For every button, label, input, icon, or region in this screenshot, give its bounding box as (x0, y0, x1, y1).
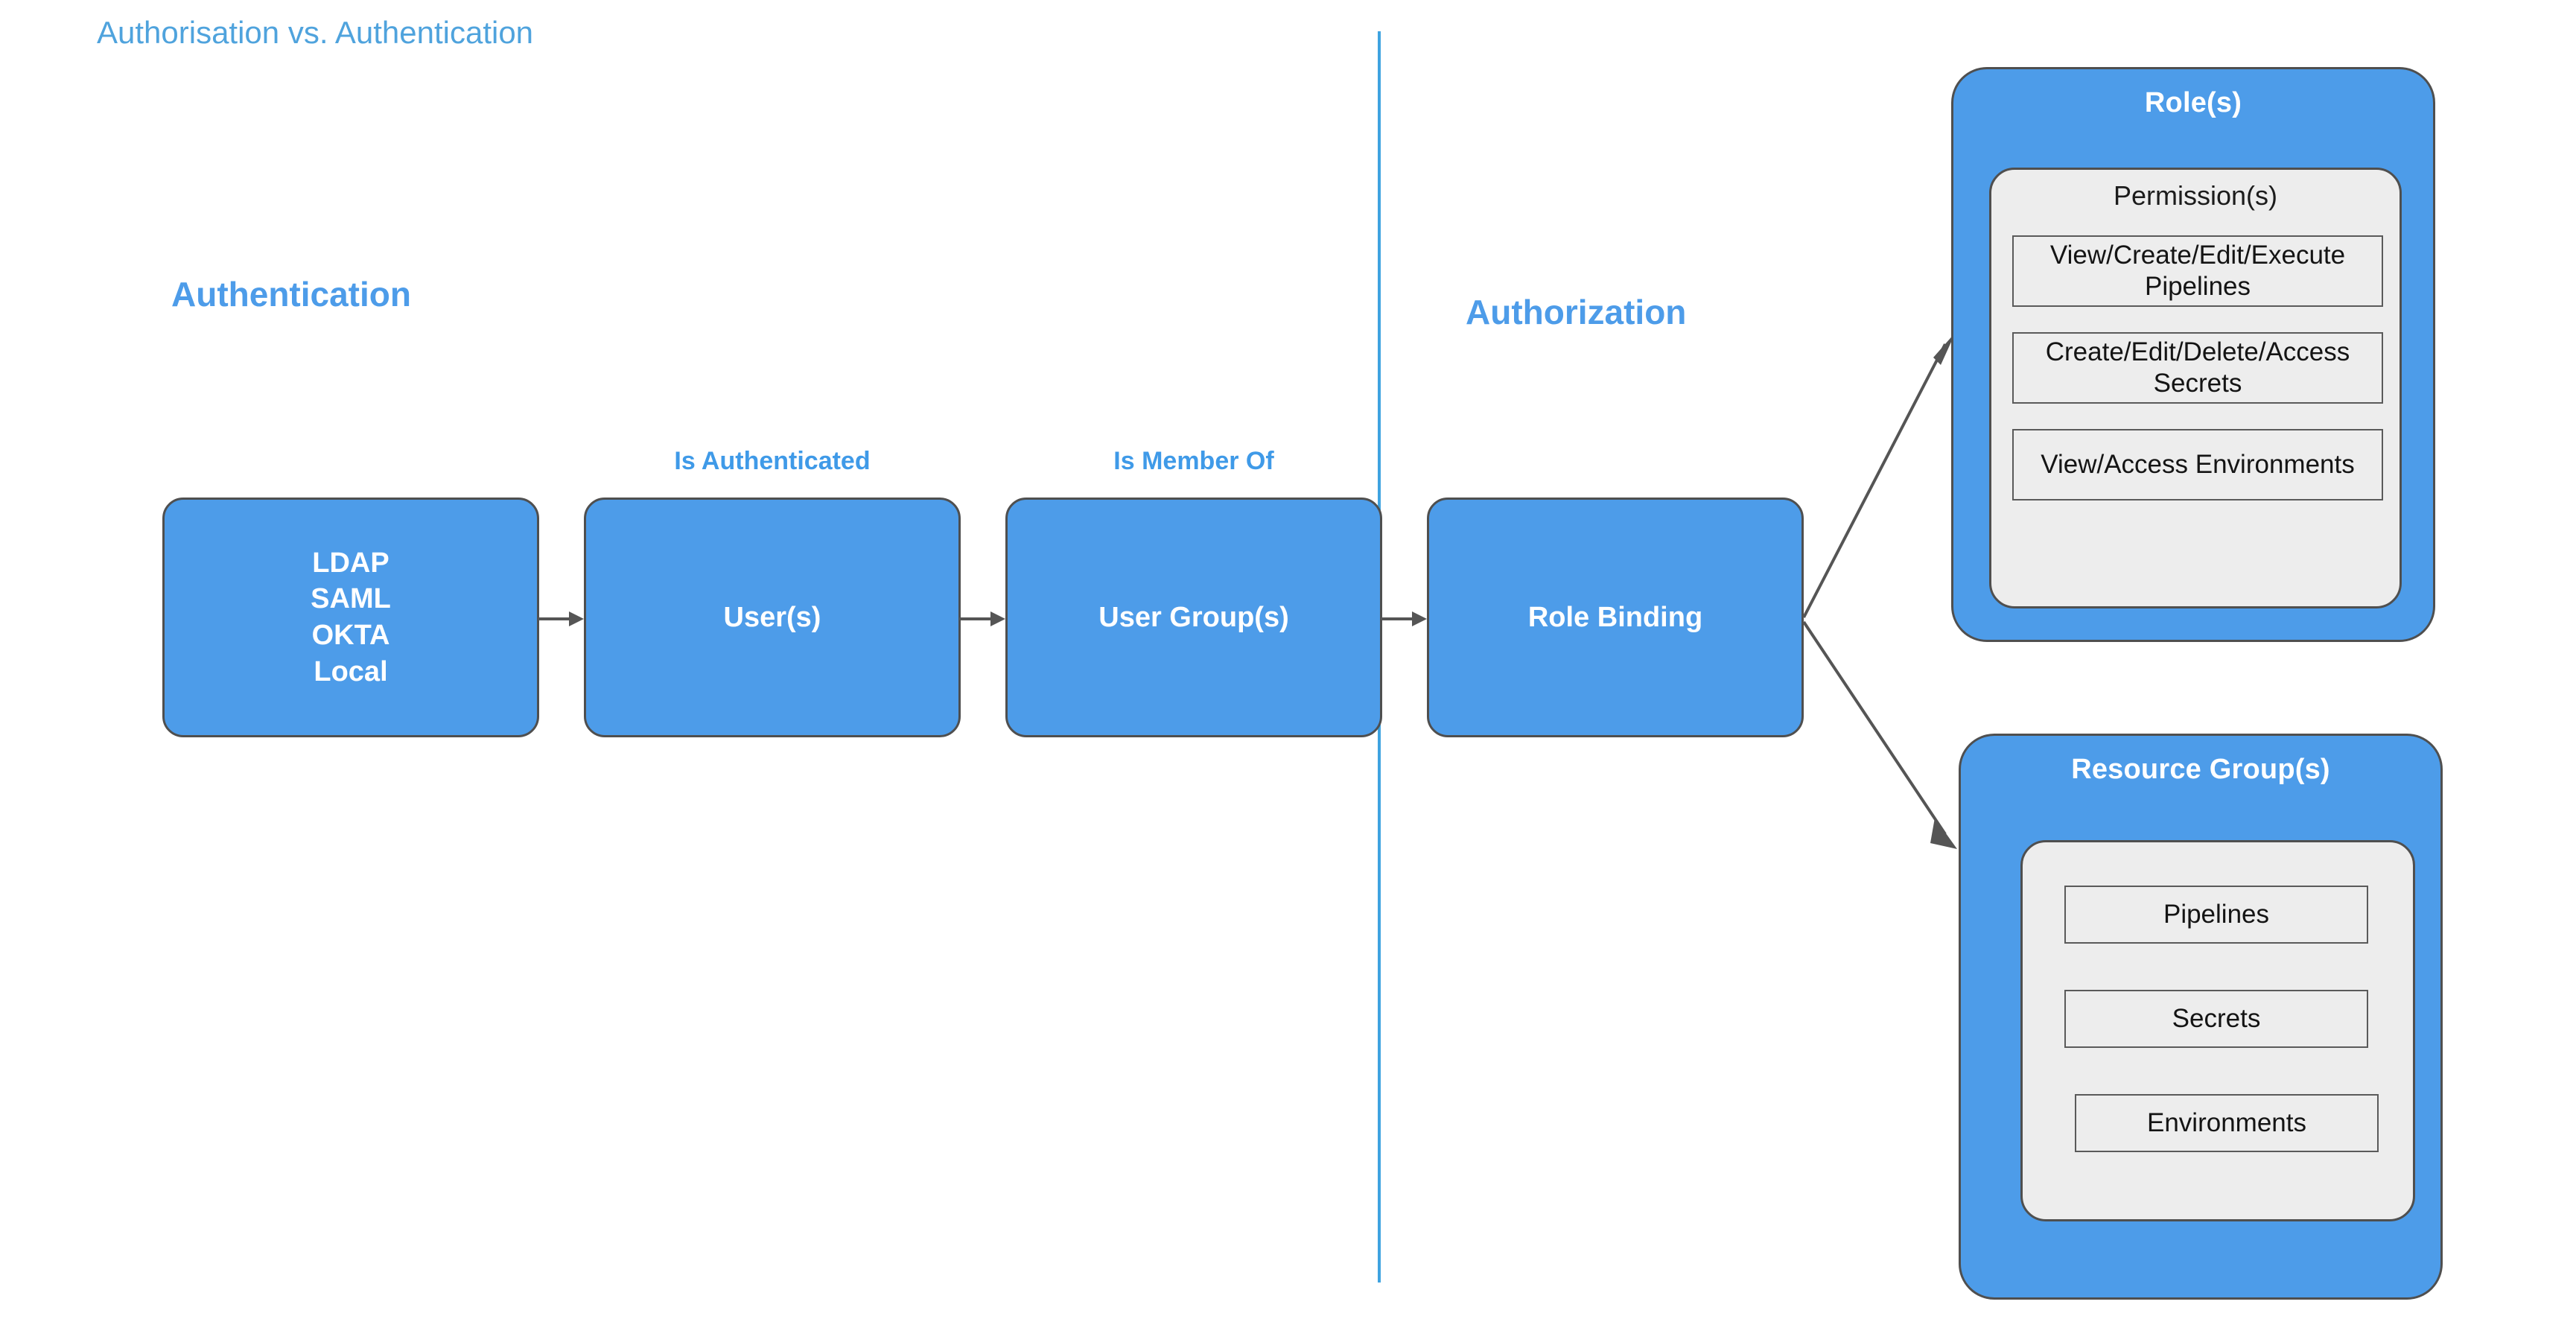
page-title: Authorisation vs. Authentication (97, 15, 534, 50)
permissions-label: Permission(s) (2113, 180, 2278, 211)
identity-provider-okta: OKTA (311, 620, 390, 651)
permission-item-pipelines[interactable]: View/Create/Edit/Execute Pipelines (2012, 235, 2383, 307)
role-binding-label: Role Binding (1527, 601, 1703, 633)
resource-groups-panel-title: Resource Group(s) (2071, 754, 2330, 785)
permission-item-environments[interactable]: View/Access Environments (2012, 429, 2383, 500)
user-groups-label: User Group(s) (1098, 601, 1289, 633)
resource-item-secrets[interactable]: Secrets (2064, 990, 2368, 1048)
identity-providers-box[interactable]: LDAP SAML OKTA Local (162, 498, 539, 737)
caption-is-authenticated: Is Authenticated (674, 447, 871, 475)
identity-provider-saml: SAML (311, 583, 391, 615)
authentication-heading: Authentication (171, 275, 411, 314)
identity-provider-local: Local (314, 655, 388, 687)
identity-provider-ldap: LDAP (312, 547, 389, 579)
user-groups-box[interactable]: User Group(s) (1005, 498, 1382, 737)
users-label: User(s) (723, 601, 821, 633)
role-binding-branch-arrows (1787, 283, 2011, 879)
users-box[interactable]: User(s) (584, 498, 961, 737)
resource-item-environments[interactable]: Environments (2075, 1094, 2379, 1152)
connector-arrow-3 (1381, 609, 1427, 629)
connector-arrow-2 (959, 609, 1005, 629)
permission-item-secrets[interactable]: Create/Edit/Delete/Access Secrets (2012, 332, 2383, 404)
resource-item-pipelines[interactable]: Pipelines (2064, 886, 2368, 944)
resource-groups-inner-panel: Pipelines Secrets Environments (2020, 840, 2415, 1221)
authorization-heading: Authorization (1466, 293, 1687, 331)
resource-groups-panel[interactable]: Resource Group(s) Pipelines Secrets Envi… (1959, 734, 2443, 1300)
role-binding-box[interactable]: Role Binding (1427, 498, 1804, 737)
roles-panel-title: Role(s) (2144, 87, 2242, 118)
caption-is-member-of: Is Member Of (1113, 447, 1274, 475)
permissions-inner-panel: Permission(s) View/Create/Edit/Execute P… (1989, 168, 2402, 608)
roles-panel[interactable]: Role(s) Permission(s) View/Create/Edit/E… (1951, 67, 2435, 642)
connector-arrow-1 (538, 609, 584, 629)
